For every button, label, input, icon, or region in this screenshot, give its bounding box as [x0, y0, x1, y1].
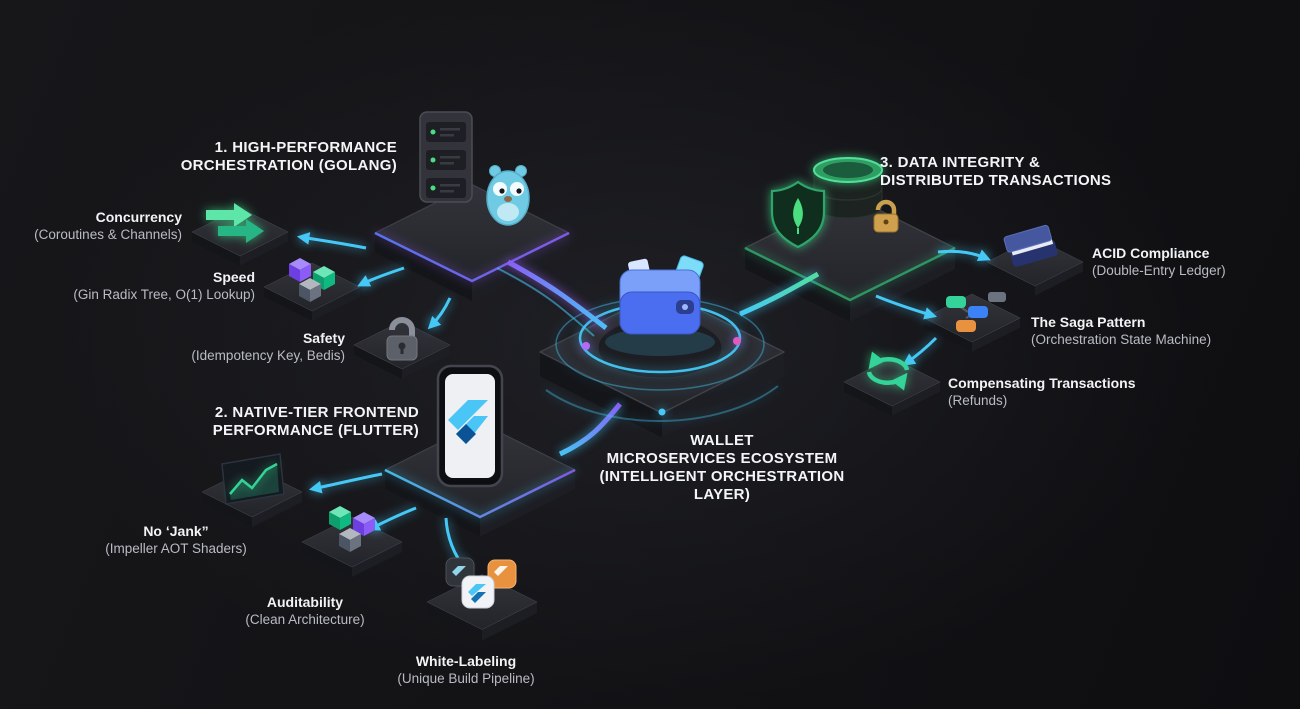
safety-detail: (Idempotency Key, Bedis) [191, 348, 345, 363]
auditability-detail: (Clean Architecture) [245, 612, 365, 627]
center-hub-line3: (INTELLIGENT ORCHESTRATION [599, 468, 845, 485]
stream-hub-to-data [738, 271, 820, 317]
arrow-flutter-to-no-jank [308, 472, 383, 494]
arrow-golang-to-speed [357, 266, 405, 287]
golang-platform [374, 183, 570, 302]
center-hub-title: WALLET MICROSERVICES ECOSYSTEM (INTELLIG… [572, 432, 872, 504]
white-labeling-detail: (Unique Build Pipeline) [397, 671, 535, 686]
flutter-platform-rim-light [384, 468, 576, 519]
concurrency-name: Concurrency [95, 209, 182, 225]
auditability-label: Auditability (Clean Architecture) [185, 594, 425, 628]
center-hub-line4: LAYER) [693, 486, 751, 503]
padlock-icon [386, 317, 418, 361]
arrow-flutter-to-auditability [367, 506, 417, 531]
compensating-detail: (Refunds) [948, 393, 1008, 408]
database-cylinder-icon [813, 157, 883, 219]
data-integrity-title-line1: 3. DATA INTEGRITY & [880, 154, 1041, 171]
flutter-title-line1: 2. NATIVE-TIER FRONTEND [214, 404, 419, 421]
shield-leaf-icon [770, 180, 826, 249]
saga-detail: (Orchestration State Machine) [1031, 332, 1212, 347]
circular-arrows-icon [866, 351, 910, 391]
gold-padlock-icon [873, 199, 899, 233]
no-jank-detail: (Impeller AOT Shaders) [105, 541, 247, 556]
speed-cubes-icon [289, 258, 335, 302]
double-arrows-icon [206, 203, 264, 243]
go-gopher-mascot-icon [486, 165, 530, 226]
white-labeling-name: White-Labeling [415, 653, 517, 669]
compensating-label: Compensating Transactions (Refunds) [948, 375, 1135, 409]
data-integrity-title-line2: DISTRIBUTED TRANSACTIONS [880, 172, 1112, 189]
compensating-name: Compensating Transactions [948, 375, 1136, 391]
auditability-cubes-icon [329, 506, 375, 552]
golang-title-line1: 1. HIGH-PERFORMANCE [214, 139, 397, 156]
hub-pink-dot [733, 337, 741, 345]
saga-name: The Saga Pattern [1031, 314, 1146, 330]
arrow-golang-to-concurrency [296, 232, 367, 250]
ledger-book-icon [1003, 224, 1058, 267]
stream-golang-to-hub [506, 259, 608, 330]
speed-detail: (Gin Radix Tree, O(1) Lookup) [73, 287, 255, 302]
acid-name: ACID Compliance [1092, 245, 1210, 261]
center-hub-line1: WALLET [690, 432, 754, 449]
performance-chart-icon [221, 453, 285, 505]
golang-title-line2: ORCHESTRATION (GOLANG) [180, 157, 397, 174]
golang-platform-rim-light [374, 231, 570, 283]
data-integrity-section-title: 3. DATA INTEGRITY & DISTRIBUTED TRANSACT… [880, 154, 1111, 190]
app-icons-stack-icon [445, 557, 517, 609]
center-hub-line2: MICROSERVICES ECOSYSTEM [606, 450, 838, 467]
data-platform-rim-light [744, 246, 956, 302]
no-jank-name: No ‘Jank” [143, 523, 209, 539]
safety-name: Safety [302, 330, 345, 346]
hub-purple-dot [582, 342, 590, 350]
arrow-golang-to-safety [427, 297, 452, 330]
golang-section-title: 1. HIGH-PERFORMANCE ORCHESTRATION (GOLAN… [181, 139, 397, 175]
acid-detail: (Double-Entry Ledger) [1092, 263, 1226, 278]
concurrency-detail: (Coroutines & Channels) [34, 227, 182, 242]
arrow-saga-to-compensating [902, 336, 938, 366]
acid-label: ACID Compliance (Double-Entry Ledger) [1092, 245, 1226, 279]
arrow-data-to-acid [937, 249, 991, 262]
saga-label: The Saga Pattern (Orchestration State Ma… [1031, 314, 1211, 348]
concurrency-label: Concurrency (Coroutines & Channels) [34, 209, 182, 243]
no-jank-label: No ‘Jank” (Impeller AOT Shaders) [56, 523, 296, 557]
speed-name: Speed [212, 269, 255, 285]
flutter-section-title: 2. NATIVE-TIER FRONTEND PERFORMANCE (FLU… [213, 404, 419, 440]
state-blocks-icon [946, 292, 1006, 332]
auditability-name: Auditability [266, 594, 344, 610]
safety-label: Safety (Idempotency Key, Bedis) [191, 330, 345, 364]
server-rack-icon [419, 111, 473, 203]
compensating-platform [843, 357, 941, 416]
smartphone-flutter-icon [436, 364, 504, 488]
stream-golang-to-hub-wire [496, 267, 595, 337]
speed-label: Speed (Gin Radix Tree, O(1) Lookup) [73, 269, 255, 303]
hub-wrap-wire [545, 385, 779, 422]
wallet-icon [605, 255, 715, 356]
hub-cyan-dot [658, 408, 666, 416]
white-labeling-label: White-Labeling (Unique Build Pipeline) [346, 653, 586, 687]
stream-flutter-to-hub [558, 402, 622, 457]
flutter-title-line2: PERFORMANCE (FLUTTER) [212, 422, 419, 439]
arrow-data-to-saga [875, 294, 938, 320]
